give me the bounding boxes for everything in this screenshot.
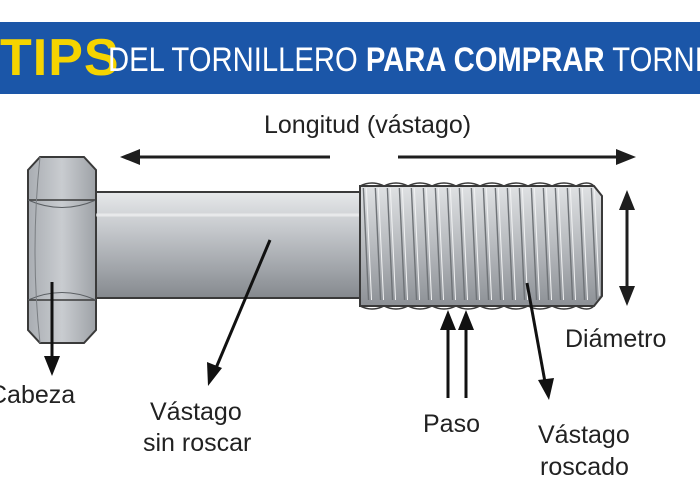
- threaded-label-line1: Vástago: [538, 421, 630, 449]
- threaded-shank: [359, 182, 603, 310]
- length-arrow: [120, 149, 636, 165]
- diameter-label: Diámetro: [565, 325, 667, 353]
- threaded-label-line2: roscado: [540, 453, 629, 481]
- pitch-arrows: [440, 310, 474, 398]
- banner-part2: PARA COMPRAR: [365, 41, 605, 79]
- head-pointer: [44, 282, 60, 376]
- banner-headline: DEL TORNILLERO PARA COMPRAR TORNILLOS: [108, 40, 700, 80]
- threaded-pointer: [525, 282, 554, 400]
- length-label: Longitud (vástago): [264, 111, 472, 139]
- unthreaded-label-line1: Vástago: [150, 398, 242, 426]
- unthreaded-label-line2: sin roscar: [143, 429, 252, 457]
- banner-part1: DEL TORNILLERO: [108, 41, 358, 79]
- pitch-label: Paso: [423, 410, 480, 438]
- shank-pointer: [207, 239, 272, 386]
- bolt-head: [27, 156, 97, 344]
- diameter-arrow: [619, 190, 635, 306]
- head-label: Cabeza: [0, 381, 76, 409]
- banner-tips: TIPS: [0, 29, 120, 87]
- unthreaded-shank: [95, 191, 363, 299]
- banner-part3: TORNILLOS: [612, 41, 700, 79]
- title-banner: TIPS DEL TORNILLERO PARA COMPRAR TORNILL…: [0, 22, 700, 94]
